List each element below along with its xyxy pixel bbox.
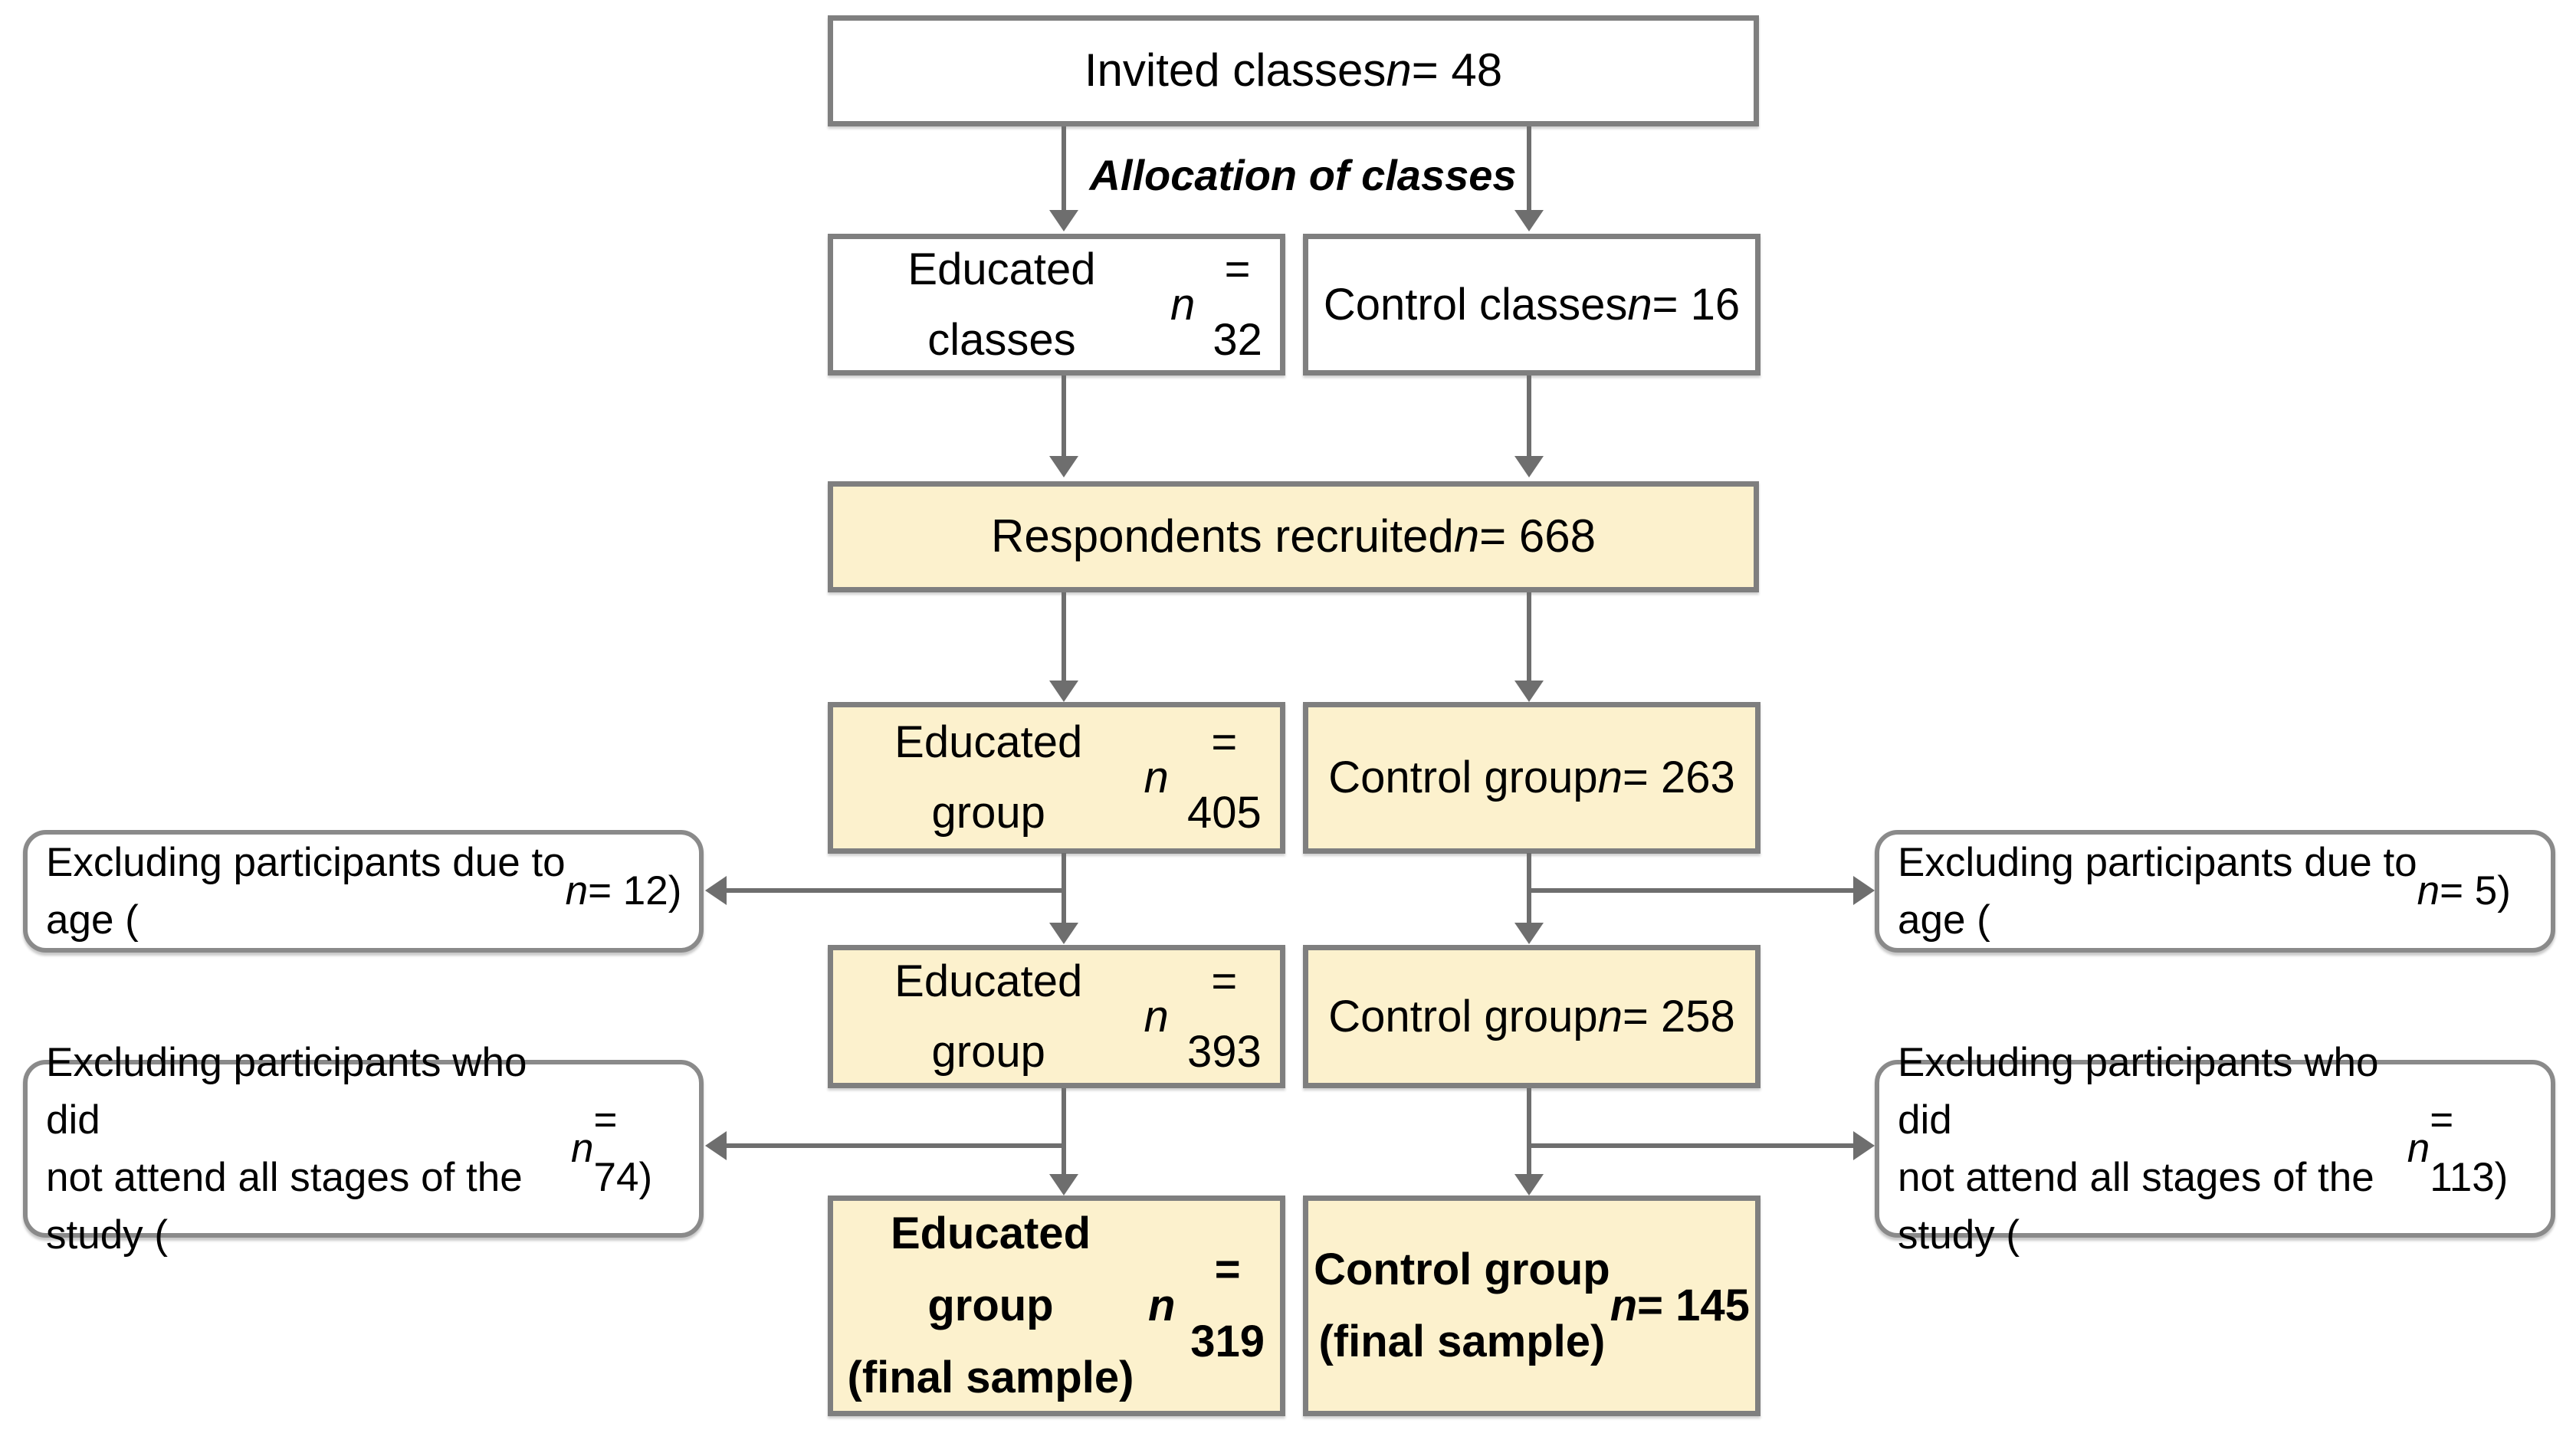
node-educated-group-final: Educated group(final sample)n = 319: [828, 1195, 1285, 1416]
arrow-line-educated-group-393-to-final: [1062, 1088, 1066, 1176]
branch-line-to-excluded-age-control: [1527, 888, 1853, 893]
arrow-line-invited-to-control-classes: [1527, 126, 1531, 212]
node-control-group-final: Control group(final sample)n = 145: [1303, 1195, 1761, 1416]
node-invited-classes: Invited classes n = 48: [828, 15, 1759, 126]
arrow-line-respondents-to-control-group: [1527, 592, 1531, 682]
arrowhead-left-icon: [705, 1131, 727, 1160]
arrowhead-down-icon: [1514, 456, 1544, 477]
arrow-line-educated-classes-to-respondents: [1062, 376, 1066, 458]
arrow-line-control-group-258-to-final: [1527, 1088, 1531, 1176]
arrowhead-left-icon: [705, 876, 727, 905]
arrowhead-down-icon: [1514, 923, 1544, 944]
arrow-line-invited-to-educated-classes: [1062, 126, 1066, 212]
arrowhead-down-icon: [1049, 1174, 1078, 1195]
arrow-line-control-classes-to-respondents: [1527, 376, 1531, 458]
label-allocation-of-classes: Allocation of classes: [1089, 151, 1517, 199]
arrowhead-down-icon: [1049, 923, 1078, 944]
arrowhead-down-icon: [1049, 681, 1078, 702]
arrowhead-down-icon: [1049, 456, 1078, 477]
arrowhead-down-icon: [1514, 681, 1544, 702]
arrowhead-right-icon: [1853, 1131, 1875, 1160]
arrowhead-down-icon: [1049, 210, 1078, 231]
arrowhead-right-icon: [1853, 876, 1875, 905]
arrowhead-down-icon: [1514, 1174, 1544, 1195]
branch-line-to-excluded-age-educated: [725, 888, 1066, 893]
arrowhead-down-icon: [1514, 210, 1544, 231]
arrow-line-respondents-to-educated-group: [1062, 592, 1066, 682]
node-respondents-recruited: Respondents recruited n = 668: [828, 481, 1759, 592]
branch-line-to-excluded-attendance-control: [1527, 1143, 1853, 1148]
branch-line-to-excluded-attendance-educated: [725, 1143, 1066, 1148]
